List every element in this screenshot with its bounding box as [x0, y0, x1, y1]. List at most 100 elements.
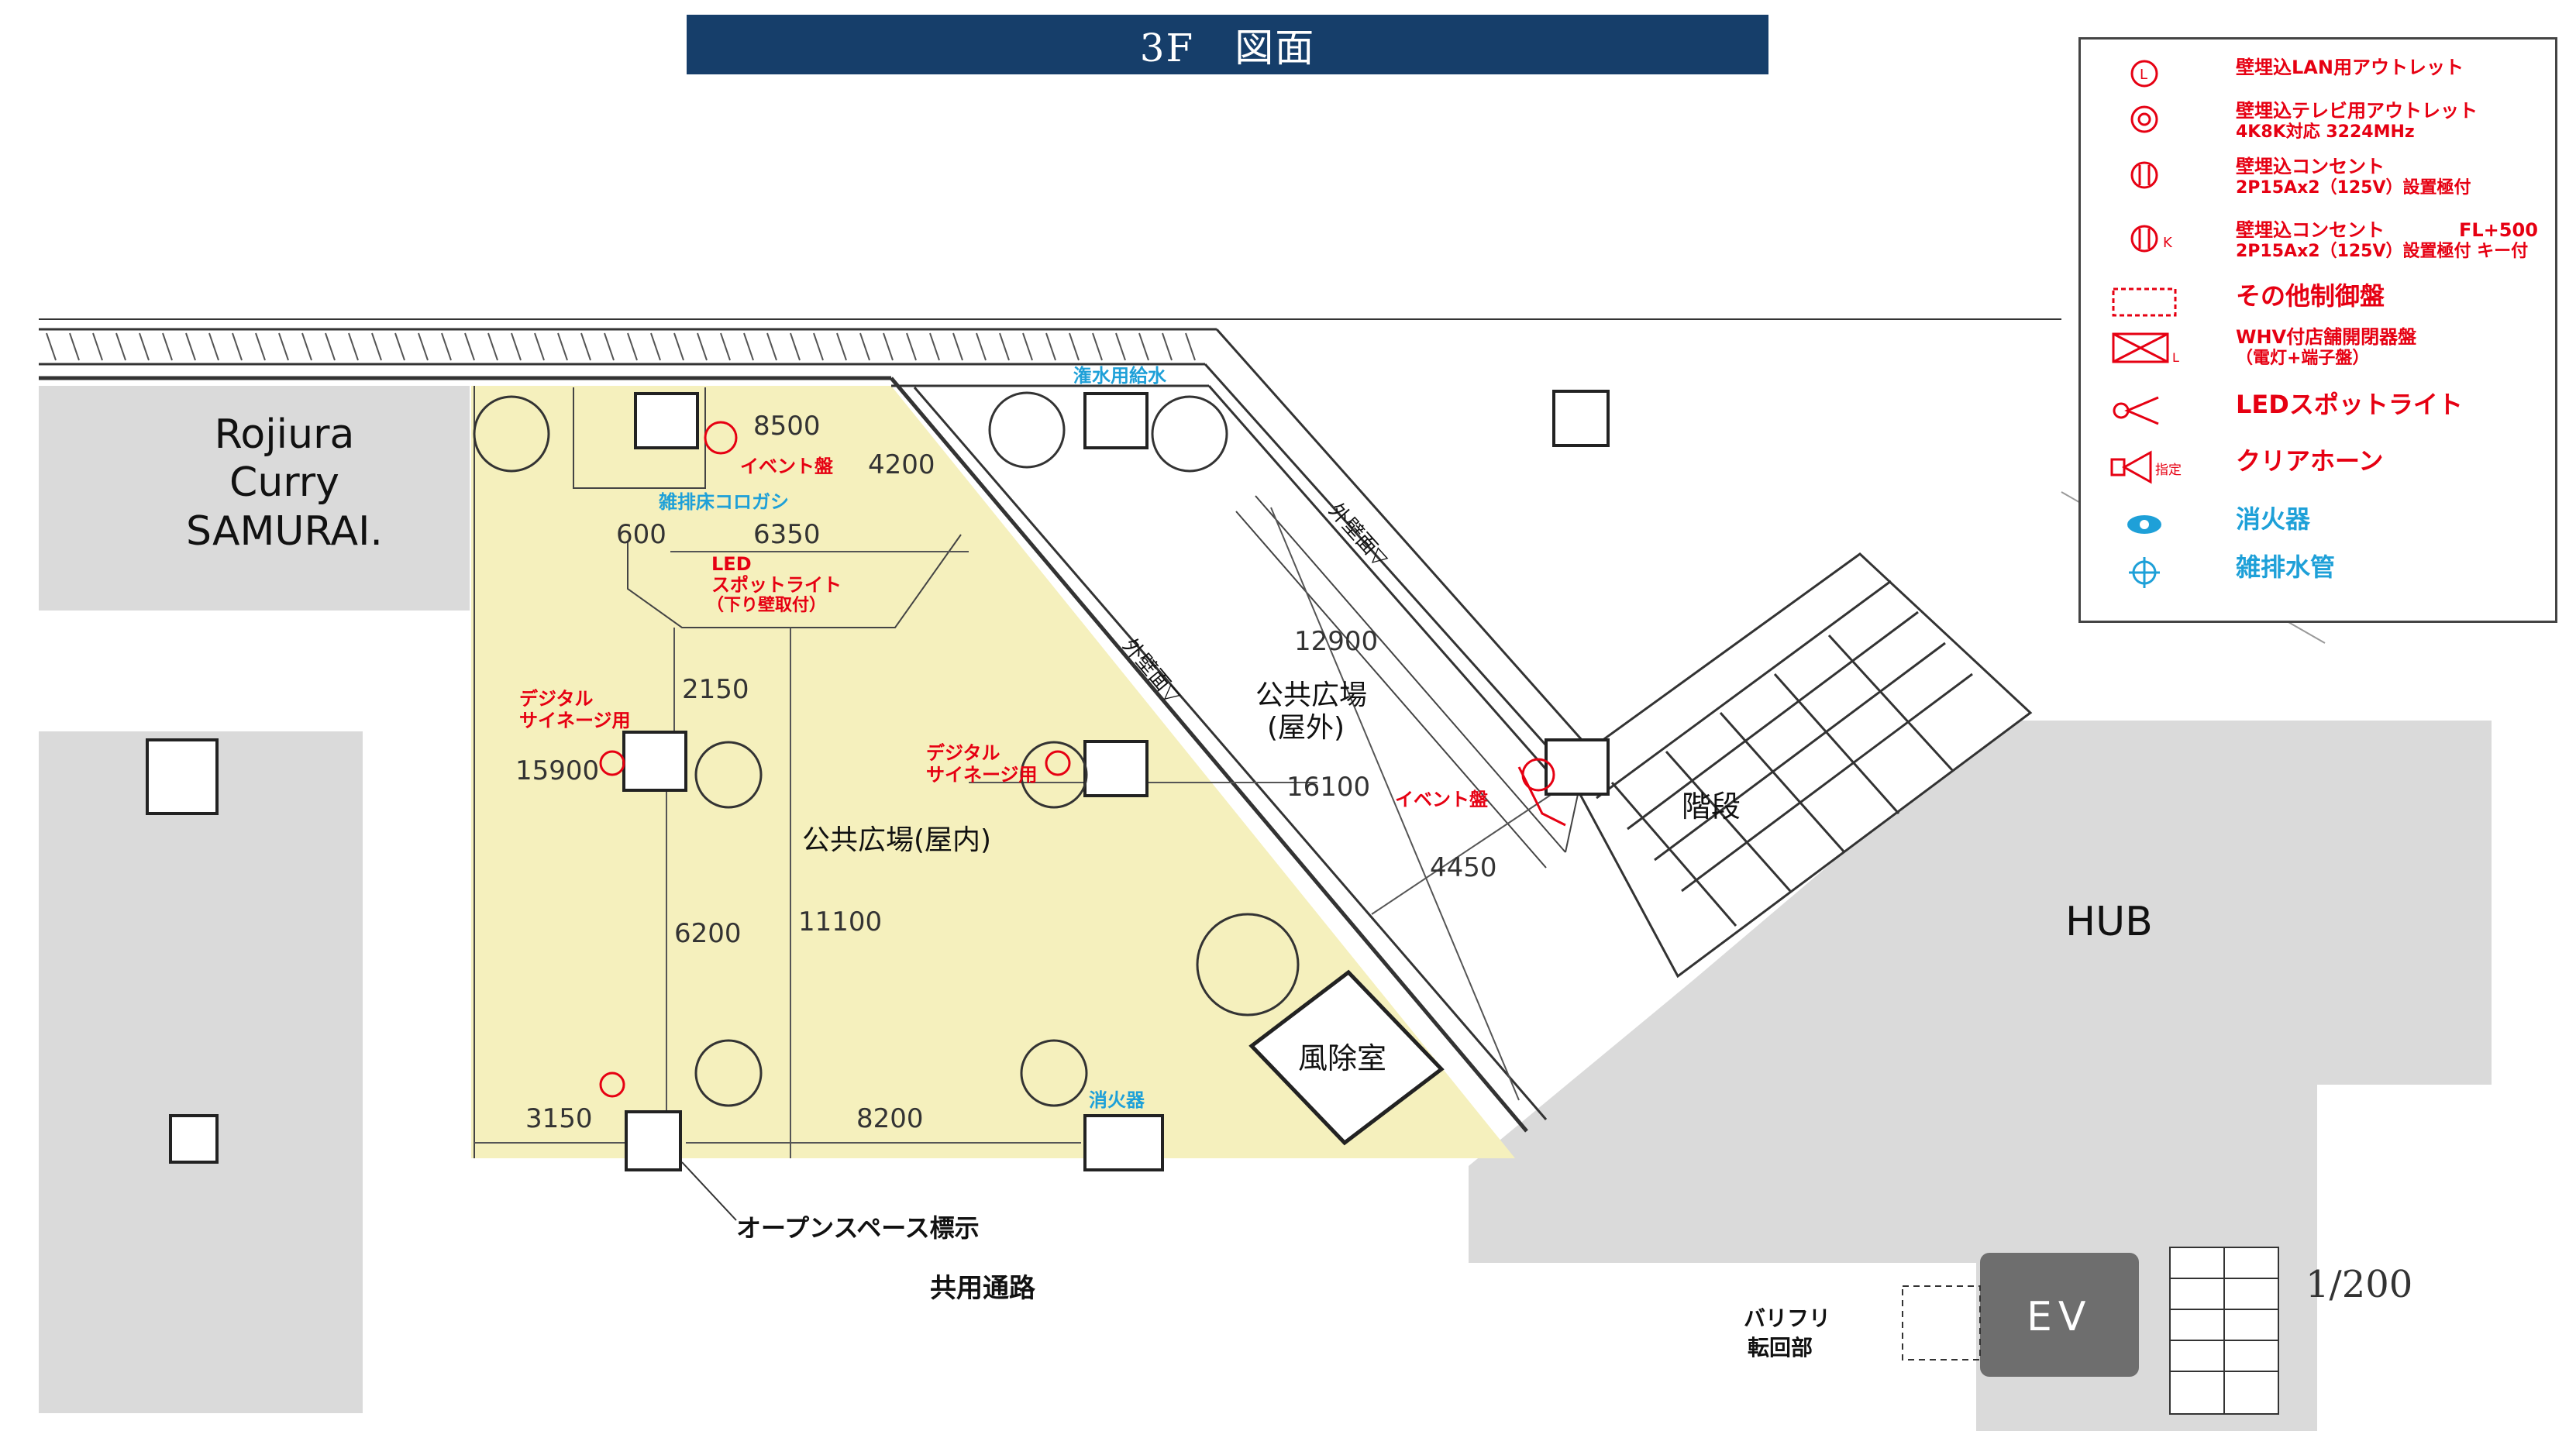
- signage-left-label-1: デジタル: [519, 688, 594, 710]
- dim-15900: 15900: [515, 755, 600, 786]
- barrier-free-label-1: バリフリ: [1744, 1305, 1831, 1331]
- legend-row-drain: 雑排水管: [2081, 552, 2555, 599]
- ev-box: [1980, 1253, 2139, 1377]
- legend-tv-line2: 4K8K対応 3224MHz: [2236, 122, 2415, 142]
- whv-mark: L: [2172, 350, 2179, 365]
- ev-label: EV: [2027, 1294, 2092, 1340]
- legend-control-panel-line1: その他制御盤: [2236, 281, 2385, 311]
- dim-12900: 12900: [1294, 626, 1379, 657]
- open-space-leader: [681, 1161, 737, 1221]
- legend-led-line1: LEDスポットライト: [2236, 390, 2463, 419]
- key-mark: K: [2163, 235, 2173, 251]
- led-label-1: LED: [711, 553, 752, 575]
- extinguisher-label: 消火器: [1089, 1089, 1145, 1111]
- neighbor-shop-line-2: Curry: [229, 459, 339, 507]
- legend-row-control-panel: その他制御盤: [2081, 281, 2555, 328]
- drain-floor-label: 雑排床コロガシ: [659, 491, 789, 513]
- dim-3150: 3150: [525, 1103, 593, 1134]
- indoor-plaza-area: [471, 386, 1515, 1158]
- hatch-pattern: [46, 332, 1196, 361]
- legend-row-horn: 指定 クリアホーン: [2081, 446, 2555, 493]
- dim-8200: 8200: [856, 1103, 924, 1134]
- legend-row-led: LEDスポットライト: [2081, 390, 2555, 436]
- control-panel-icon: [2112, 287, 2177, 317]
- dim-11100: 11100: [798, 906, 883, 937]
- dim-600: 600: [616, 519, 666, 550]
- outer-wall-band: [39, 318, 2061, 1133]
- legend-key-outlet-line1: 壁埋込コンセント FL+500: [2236, 219, 2538, 241]
- dim-2150: 2150: [682, 674, 749, 705]
- clear-horn-icon: 指定: [2110, 450, 2182, 484]
- neighbor-shop-line-1: Rojiura: [214, 411, 355, 458]
- neighbor-shop-label: Rojiura Curry SAMURAI.: [186, 411, 383, 556]
- neighbor-shop-line-3: SAMURAI.: [186, 507, 383, 555]
- legend-text-led: LEDスポットライト: [2236, 390, 2463, 419]
- indoor-plaza-label: 公共広場(屋内): [802, 824, 992, 856]
- tree-symbols: [473, 391, 1300, 1107]
- tv-outlet-icon: [2130, 105, 2158, 133]
- equipment-boxes: [146, 390, 1610, 1171]
- legend-text-whv: WHV付店舗開閉器盤（電灯+端子盤）: [2236, 326, 2416, 369]
- dim-4450: 4450: [1430, 852, 1497, 883]
- legend-text-lan: 壁埋込LAN用アウトレット: [2236, 57, 2464, 79]
- lan-outlet-icon: L: [2130, 60, 2158, 88]
- event-panel-label-1: イベント盤: [740, 456, 833, 477]
- dim-4200: 4200: [868, 449, 935, 480]
- windbreak-room-outline: [1248, 969, 1445, 1146]
- signage-right-label-2: サイネージ用: [926, 764, 1038, 786]
- red-device-symbols: [599, 421, 1566, 1098]
- outdoor-plaza-sub-label: (屋外): [1267, 712, 1345, 744]
- legend-key-outlet-line2: 2P15Ax2（125V）設置極付 キー付: [2236, 241, 2529, 261]
- event-panel-label-2: イベント盤: [1395, 789, 1488, 810]
- signage-right-label-1: デジタル: [926, 742, 1000, 764]
- hub-area: [1469, 721, 2492, 1263]
- legend-row-whv: L WHV付店舗開閉器盤（電灯+端子盤）: [2081, 326, 2555, 373]
- legend-text-horn: クリアホーン: [2236, 446, 2383, 476]
- hub-label: HUB: [2065, 899, 2153, 945]
- legend-text-extinguisher: 消火器: [2236, 504, 2310, 534]
- signage-left-label-2: サイネージ用: [519, 710, 631, 731]
- legend-extinguisher-line1: 消火器: [2236, 504, 2311, 534]
- fire-extinguisher-icon: [2127, 515, 2161, 534]
- horn-mark: 指定: [2155, 463, 2182, 478]
- stairs-block: [1564, 552, 2033, 979]
- led-spotlight-icon: [2113, 396, 2159, 425]
- legend-text-drain: 雑排水管: [2236, 552, 2335, 582]
- left-building-area: [39, 731, 363, 1413]
- led-label-3: （下り壁取付）: [707, 596, 827, 615]
- drain-pipe-icon: [2129, 557, 2160, 588]
- dim-8500: 8500: [753, 411, 821, 442]
- legend-row-lan: L 壁埋込LAN用アウトレット: [2081, 57, 2555, 103]
- barrier-free-label-2: 転回部: [1748, 1335, 1813, 1360]
- legend-outlet-line1: 壁埋込コンセント: [2236, 156, 2385, 177]
- legend-horn-line1: クリアホーン: [2236, 446, 2384, 476]
- dim-16100: 16100: [1286, 772, 1371, 803]
- corridor-label: 共用通路: [930, 1273, 1035, 1304]
- stairs-label: 階段: [1682, 789, 1741, 824]
- windbreak-room-label: 風除室: [1298, 1041, 1387, 1075]
- legend-text-control-panel: その他制御盤: [2236, 281, 2385, 311]
- svg-text:L: L: [2140, 67, 2147, 83]
- legend-outlet-line2: 2P15Ax2（125V）設置極付: [2236, 177, 2471, 198]
- legend-whv-line2: （電灯+端子盤）: [2236, 348, 2370, 368]
- legend-drain-line1: 雑排水管: [2236, 552, 2336, 582]
- legend-row-extinguisher: 消火器: [2081, 504, 2555, 551]
- barrier-free-zone: [1902, 1285, 1981, 1360]
- outlet-icon: [2130, 161, 2158, 189]
- dim-6350: 6350: [753, 519, 821, 550]
- whv-panel-icon: L: [2112, 332, 2179, 365]
- legend-lan-line1: 壁埋込LAN用アウトレット: [2236, 57, 2464, 78]
- led-label-2: スポットライト: [711, 574, 842, 596]
- page-title: 3F 図面: [687, 15, 1768, 74]
- key-outlet-icon: K: [2130, 225, 2173, 253]
- ev-stairs: [2169, 1247, 2279, 1415]
- dim-6200: 6200: [674, 918, 742, 949]
